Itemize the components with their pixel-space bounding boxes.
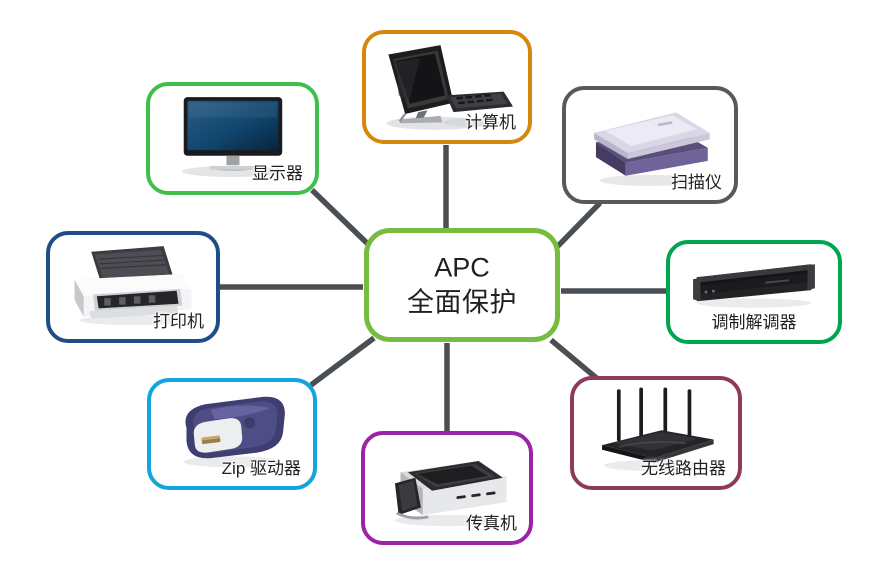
monitor-icon: [150, 86, 315, 191]
node-modem-label: 调制解调器: [711, 313, 797, 333]
node-printer[interactable]: 打印机: [46, 231, 220, 343]
zip-drive-icon: [151, 382, 313, 486]
center-node-line1: APC: [434, 252, 490, 283]
node-zip-drive[interactable]: Zip 驱动器: [147, 378, 317, 490]
node-scanner-label: 扫描仪: [671, 173, 722, 193]
center-node-apc[interactable]: APC 全面保护: [364, 228, 560, 342]
node-modem[interactable]: 调制解调器: [666, 240, 842, 344]
node-fax[interactable]: 传真机: [361, 431, 533, 545]
node-zip-drive-label: Zip 驱动器: [221, 459, 301, 479]
desktop-computer-icon: [366, 34, 528, 140]
flatbed-scanner-icon: [566, 90, 734, 200]
node-monitor-label: 显示器: [252, 164, 303, 184]
fax-machine-icon: [365, 435, 529, 541]
wireless-router-icon: [574, 380, 738, 486]
node-router[interactable]: 无线路由器: [570, 376, 742, 490]
edge-center-monitor: [310, 188, 373, 249]
edge-center-zip: [309, 335, 376, 388]
node-computer[interactable]: 计算机: [362, 30, 532, 144]
node-monitor[interactable]: 显示器: [146, 82, 319, 195]
node-fax-label: 传真机: [466, 514, 517, 534]
node-router-label: 无线路由器: [641, 459, 726, 479]
center-node-line2: 全面保护: [407, 287, 517, 317]
center-node-text: APC 全面保护: [369, 250, 555, 319]
rack-modem-icon: [670, 244, 838, 340]
edge-center-router: [549, 337, 602, 384]
node-scanner[interactable]: 扫描仪: [562, 86, 738, 204]
node-computer-label: 计算机: [465, 113, 516, 133]
inkjet-printer-icon: [50, 235, 216, 339]
node-printer-label: 打印机: [153, 312, 204, 332]
edge-center-scanner: [554, 201, 602, 250]
